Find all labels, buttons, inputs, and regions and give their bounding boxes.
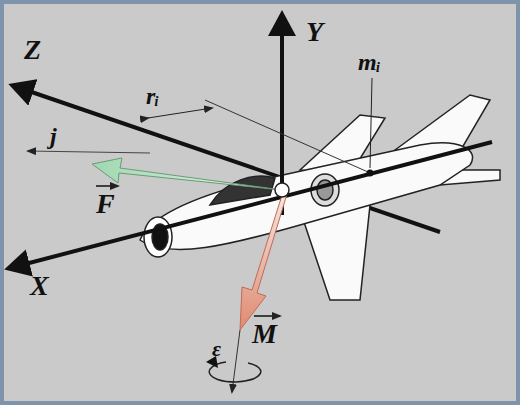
angular-acceleration-label: ε (212, 338, 221, 360)
radius-label: rᵢ (146, 84, 159, 108)
axis-label: Y (306, 18, 323, 46)
frame: Z Ymᵢ rᵢ jF X Mε (4, 4, 516, 401)
mass-label: mᵢ (358, 50, 381, 74)
axis-label: X (30, 272, 49, 300)
unit-vector-label: j (50, 124, 57, 148)
force-label: F (96, 190, 115, 218)
moment-label: M (252, 320, 277, 348)
axis-label: Z (24, 36, 41, 64)
